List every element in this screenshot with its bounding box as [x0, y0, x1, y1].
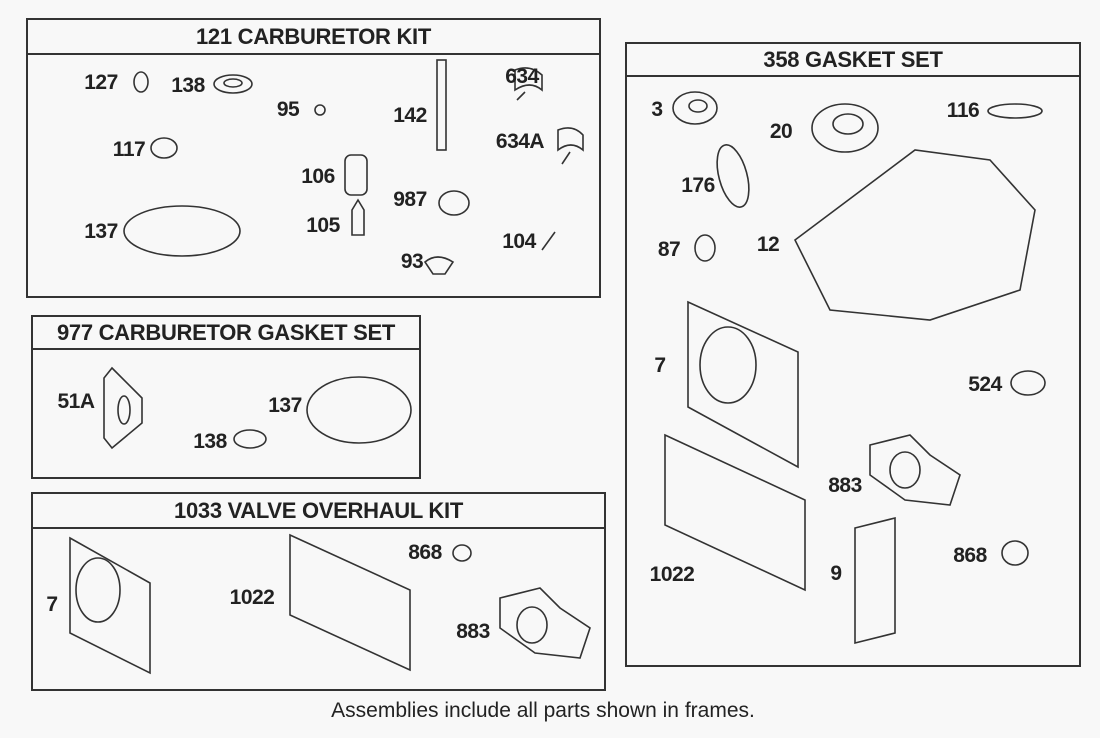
part-label: 127	[84, 71, 118, 94]
part-93-plug	[423, 256, 455, 275]
part-176-ring	[716, 144, 750, 208]
frame-title: 977 CARBURETOR GASKET SET	[33, 317, 419, 350]
part-label: 883	[456, 620, 490, 643]
part-label: 138	[171, 74, 205, 97]
footer-note: Assemblies include all parts shown in fr…	[331, 699, 755, 722]
part-label: 12	[756, 233, 780, 256]
part-label: 868	[408, 541, 442, 564]
part-3-seal	[672, 91, 718, 125]
part-label: 868	[953, 544, 987, 567]
part-label: 9	[830, 562, 842, 585]
part-137-ring	[306, 376, 412, 444]
frame-carburetor-kit: 121 CARBURETOR KIT	[26, 18, 601, 298]
part-label: 3	[651, 98, 663, 121]
part-20-seal	[811, 103, 879, 153]
part-95-screw	[314, 104, 326, 116]
frame-gasket-set: 358 GASKET SET	[625, 42, 1081, 667]
part-label: 634	[505, 65, 539, 88]
part-label: 883	[828, 474, 862, 497]
part-label: 7	[654, 354, 666, 377]
part-116-ring	[987, 103, 1043, 119]
part-label: 987	[393, 188, 427, 211]
part-label: 176	[681, 174, 715, 197]
part-7-head-gasket	[69, 536, 151, 675]
frame-valve-overhaul-kit: 1033 VALVE OVERHAUL KIT	[31, 492, 606, 691]
part-label: 7	[46, 593, 58, 616]
frame-title: 121 CARBURETOR KIT	[28, 20, 599, 55]
frame-title: 358 GASKET SET	[627, 44, 1079, 77]
part-883-gasket	[869, 434, 961, 506]
part-138-washer	[213, 74, 253, 94]
part-104-pin	[541, 231, 556, 251]
part-1022-gasket	[664, 433, 806, 592]
part-117-fitting	[150, 137, 178, 159]
part-label: 142	[393, 104, 427, 127]
part-137-ring	[123, 205, 241, 257]
part-51A-gasket	[103, 366, 143, 450]
part-label: 116	[946, 99, 980, 122]
part-868-seal	[452, 544, 472, 562]
part-524-seal	[1010, 370, 1046, 396]
part-1022-gasket	[289, 533, 411, 672]
part-7-head-gasket	[687, 300, 799, 469]
part-127-washer	[133, 71, 149, 93]
part-87-seal	[694, 234, 716, 262]
frame-title: 1033 VALVE OVERHAUL KIT	[33, 494, 604, 529]
part-138-washer	[233, 429, 267, 449]
part-label: 87	[657, 238, 681, 261]
part-634A-spring	[557, 127, 584, 165]
part-label: 137	[268, 394, 302, 417]
part-868-seal	[1001, 540, 1029, 566]
part-634-spring	[514, 67, 543, 101]
part-label: 104	[502, 230, 536, 253]
part-label: 51A	[57, 390, 95, 413]
part-12-crankcase-gasket	[793, 149, 1036, 321]
part-106-float-bowl	[344, 154, 368, 196]
part-label: 106	[301, 165, 335, 188]
part-label: 1022	[229, 586, 275, 609]
part-label: 95	[276, 98, 300, 121]
part-label: 137	[84, 220, 118, 243]
part-9-gasket	[854, 516, 896, 645]
part-142-needle	[436, 59, 447, 151]
part-label: 634A	[495, 130, 545, 153]
part-label: 20	[769, 120, 793, 143]
part-883-gasket	[499, 587, 591, 659]
part-label: 117	[112, 138, 146, 161]
frame-carburetor-gasket-set: 977 CARBURETOR GASKET SET	[31, 315, 421, 479]
part-105-needle	[351, 198, 365, 236]
part-label: 524	[968, 373, 1002, 396]
part-label: 1022	[649, 563, 695, 586]
part-label: 93	[400, 250, 424, 273]
part-label: 105	[306, 214, 340, 237]
part-label: 138	[193, 430, 227, 453]
part-987-bushing	[438, 190, 470, 216]
